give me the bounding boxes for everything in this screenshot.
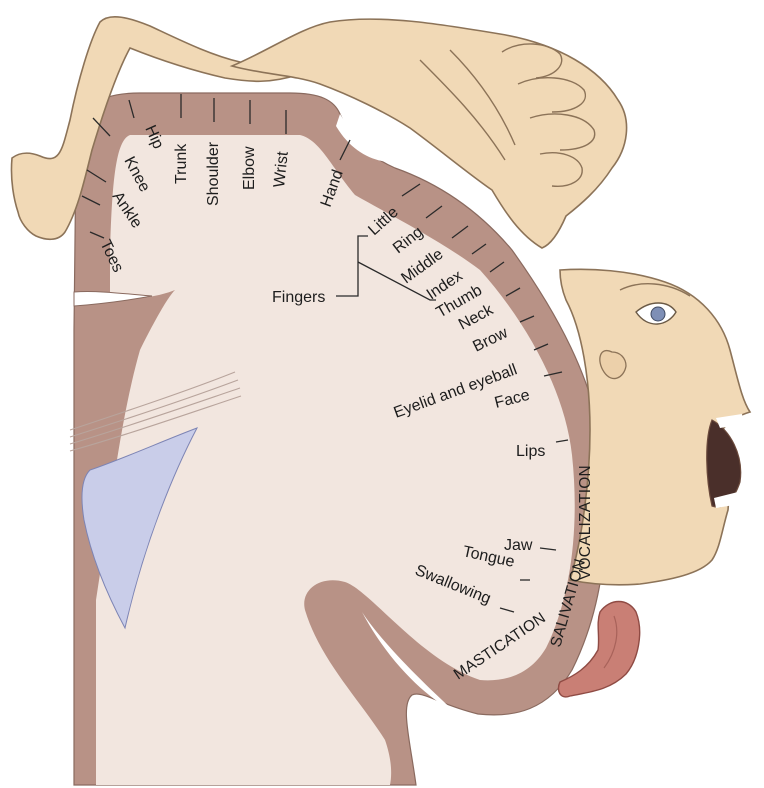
label-jaw: Jaw: [504, 537, 533, 554]
face-iris: [651, 307, 665, 321]
label-shoulder: Shoulder: [205, 141, 222, 206]
label-elbow: Elbow: [241, 146, 258, 190]
label-fingers: Fingers: [272, 289, 325, 306]
label-trunk: Trunk: [173, 143, 190, 184]
label-lips: Lips: [516, 443, 545, 460]
